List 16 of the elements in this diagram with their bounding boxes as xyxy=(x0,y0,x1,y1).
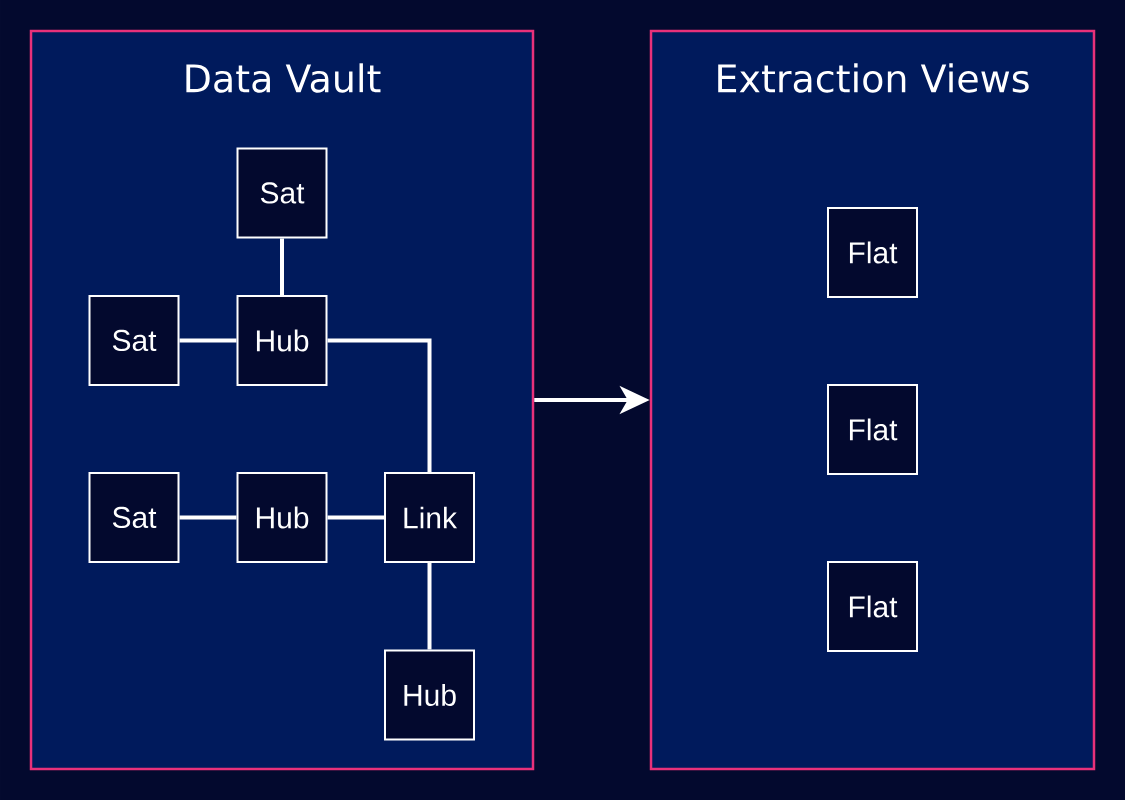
connector-line xyxy=(179,338,237,343)
connector-line xyxy=(280,238,284,295)
connector-line xyxy=(427,563,432,650)
connector-line xyxy=(179,515,237,520)
entity-box: Flat xyxy=(827,561,918,652)
entity-box: Sat xyxy=(236,147,328,239)
connector-line xyxy=(327,515,384,520)
entity-box: Link xyxy=(384,472,475,563)
entity-box: Sat xyxy=(88,295,180,386)
entity-box: Flat xyxy=(827,384,918,475)
entity-box: Hub xyxy=(236,295,328,386)
entity-box: Hub xyxy=(384,649,475,741)
connector-line xyxy=(327,338,432,472)
entity-box: Flat xyxy=(827,207,918,298)
entity-box: Sat xyxy=(88,472,180,563)
entity-box: Hub xyxy=(236,472,328,563)
